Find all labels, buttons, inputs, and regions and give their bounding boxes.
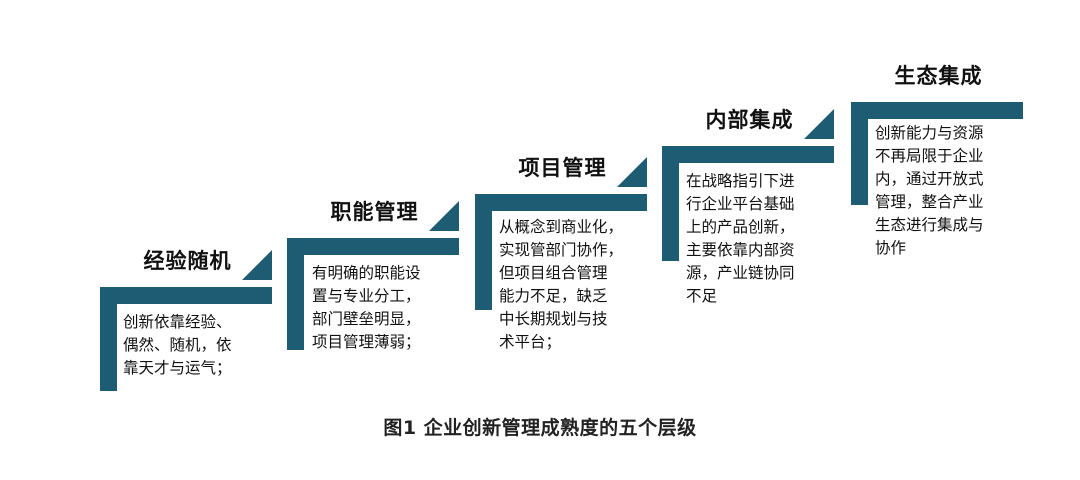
step-top-bar xyxy=(475,194,647,211)
stage-title: 生态集成 xyxy=(894,64,983,88)
step-side-bar xyxy=(475,194,492,310)
stage-title: 内部集成 xyxy=(705,108,794,132)
stage-description: 从概念到商业化， 实现管部门协作， 但项目组合管理 能力不足，缺乏 中长期规划与… xyxy=(499,218,624,351)
step-top-bar xyxy=(100,287,272,304)
step-corner-triangle xyxy=(429,201,459,231)
step-side-bar xyxy=(287,238,304,350)
step-side-bar xyxy=(851,102,868,205)
stage-title: 职能管理 xyxy=(330,200,419,224)
stage-description: 创新依靠经验、 偶然、随机，依 靠天才与运气； xyxy=(123,313,232,377)
step-top-bar xyxy=(662,146,834,163)
step-corner-triangle xyxy=(242,250,272,280)
step-top-bar xyxy=(287,238,459,255)
step-corner-triangle xyxy=(804,109,834,139)
figure-caption: 图1 企业创新管理成熟度的五个层级 xyxy=(383,417,697,439)
step-side-bar xyxy=(662,146,679,261)
stage-description: 有明确的职能设 置与专业分工， 部门壁垒明显， 项目管理薄弱； xyxy=(312,264,421,351)
stage-description: 创新能力与资源 不再局限于企业 内，通过开放式 管理，整合产业 生态进行集成与 … xyxy=(875,124,984,257)
stage-title: 经验随机 xyxy=(143,249,232,273)
stage-title: 项目管理 xyxy=(518,156,607,180)
step-side-bar xyxy=(100,287,117,391)
stage-description: 在战略指引下进 行企业平台基础 上的产品创新， 主要依靠内部资 源，产业链协同 … xyxy=(686,172,795,305)
step-top-bar xyxy=(851,102,1023,119)
step-corner-triangle xyxy=(617,157,647,187)
